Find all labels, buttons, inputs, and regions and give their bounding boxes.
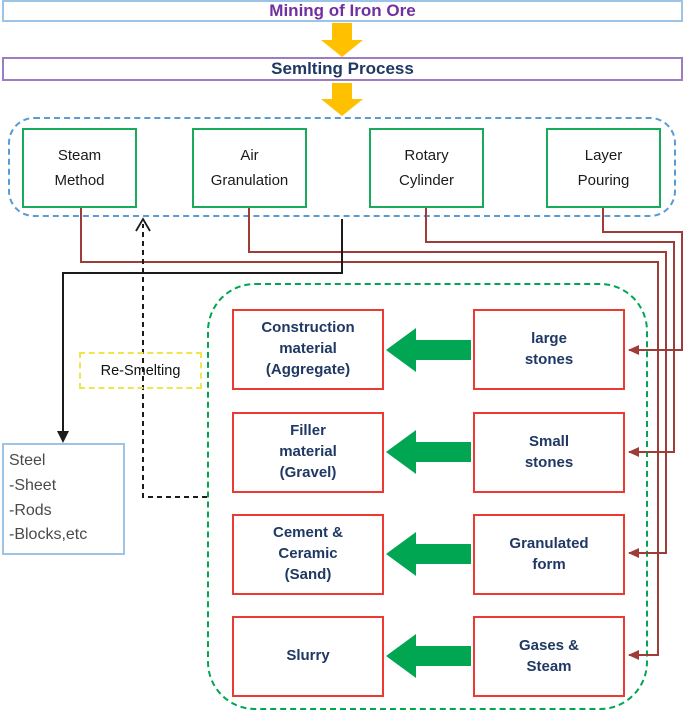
source-label: Granulated [509,534,589,552]
source-box-large-stones: large stones [473,309,625,390]
method-label: Air [240,146,259,164]
arrowhead-down-icon [57,431,69,443]
left-arrow-icon [386,430,471,474]
connector-group-to-steel [62,219,343,436]
steel-line: -Rods [9,501,52,519]
connector-resmelting-feedback [142,224,207,498]
product-label: Cement & [272,524,343,542]
product-label: Filler [290,422,326,440]
connector-steam-to-gases [80,208,659,656]
left-arrow-icon [386,634,471,678]
product-label: (Gravel) [279,463,337,481]
mining-banner-label: Mining of Iron Ore [269,1,416,20]
re-smelting-box: Re-Smelting [79,352,202,389]
method-label: Layer [584,146,623,164]
smelting-banner: Semlting Process [2,57,683,81]
mining-banner: Mining of Iron Ore [2,0,683,22]
source-label: large [531,329,567,347]
connector-layer-to-large-stones [602,208,683,351]
down-arrow-icon [321,83,363,116]
product-label: material [279,340,337,358]
source-label: form [532,555,566,573]
steel-output-box: Steel -Sheet -Rods -Blocks,etc [2,443,125,555]
source-box-gases-steam: Gases & Steam [473,616,625,697]
arrowhead-left-icon [628,650,639,660]
re-smelting-label: Re-Smelting [100,362,181,379]
product-box-filler-material: Filler material (Gravel) [232,412,384,493]
method-box-air-granulation: Air Granulation [192,128,307,208]
source-box-small-stones: Small stones [473,412,625,493]
source-label: Gases & [518,636,580,654]
arrowhead-left-icon [628,548,639,558]
source-label: Small [528,432,570,450]
method-label: Rotary [404,146,449,164]
method-box-layer-pouring: Layer Pouring [546,128,661,208]
product-box-slurry: Slurry [232,616,384,697]
source-label: stones [524,350,574,368]
source-label: Steam [526,657,572,675]
method-box-steam: Steam Method [22,128,137,208]
product-label: Construction [261,319,355,337]
source-box-granulated-form: Granulated form [473,514,625,595]
product-box-construction-material: Construction material (Aggregate) [232,309,384,390]
products-group [207,283,648,710]
product-box-cement-ceramic: Cement & Ceramic (Sand) [232,514,384,595]
connector-air-to-granulated [248,208,667,554]
left-arrow-icon [386,328,471,372]
steel-line: -Sheet [9,476,57,494]
smelting-methods-group [8,117,676,217]
product-label: Slurry [286,647,330,665]
product-label: material [279,443,337,461]
steel-line: Steel [9,452,46,469]
arrowhead-left-icon [628,345,639,355]
method-label: Method [54,172,105,189]
method-label: Cylinder [398,172,455,189]
smelting-banner-label: Semlting Process [271,59,414,78]
method-label: Granulation [210,172,289,189]
arrowhead-left-icon [628,447,639,457]
method-label: Steam [57,146,102,164]
down-arrow-icon [321,23,363,57]
connector-rotary-to-small-stones [425,208,675,453]
method-box-rotary-cylinder: Rotary Cylinder [369,128,484,208]
left-arrow-icon [386,532,471,576]
method-label: Pouring [577,172,630,189]
arrowhead-up-icon [135,217,151,232]
product-label: Ceramic [278,545,338,563]
steel-line: -Blocks,etc [9,526,88,544]
product-label: (Aggregate) [265,360,351,378]
product-label: (Sand) [284,565,332,583]
source-label: stones [524,453,574,471]
